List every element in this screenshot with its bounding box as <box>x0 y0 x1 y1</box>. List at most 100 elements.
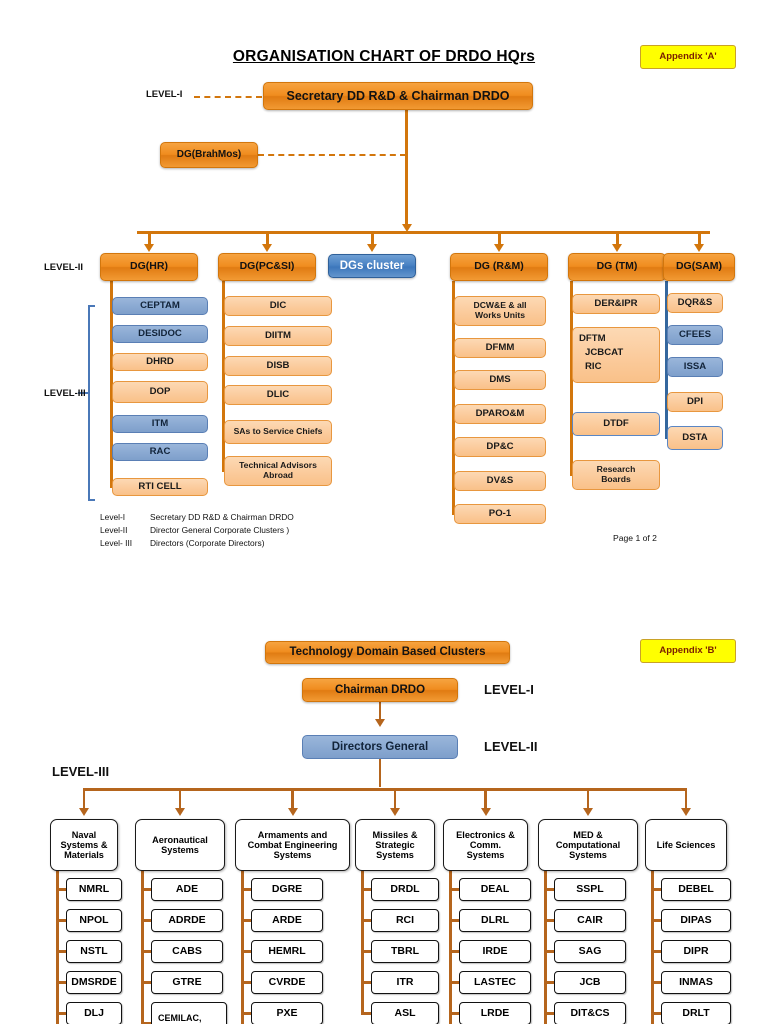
node-dfmm[interactable]: DFMM <box>454 338 546 358</box>
lab-gtre[interactable]: GTRE <box>151 971 223 994</box>
connector-line <box>570 422 572 426</box>
node-label: SAs to Service Chiefs <box>233 426 323 437</box>
lab-arde[interactable]: ARDE <box>251 909 323 932</box>
lab-hemrl[interactable]: HEMRL <box>251 940 323 963</box>
node-dpi[interactable]: DPI <box>667 392 723 412</box>
node-rti-cell[interactable]: RTI CELL <box>112 478 208 496</box>
connector-line <box>56 871 59 1024</box>
lab-itr[interactable]: ITR <box>371 971 439 994</box>
lab-dmsrde[interactable]: DMSRDE <box>66 971 122 994</box>
chartB-directors-general[interactable]: Directors General <box>302 735 458 759</box>
cluster-head-b-2[interactable]: Aeronautical Systems <box>135 819 225 871</box>
connector-line <box>665 436 667 440</box>
lab-sag[interactable]: SAG <box>554 940 626 963</box>
node-disb[interactable]: DISB <box>224 356 332 376</box>
lab-dlj[interactable]: DLJ <box>66 1002 122 1024</box>
root-secretary-box[interactable]: Secretary DD R&D & Chairman DRDO <box>263 82 533 110</box>
node-dop[interactable]: DOP <box>112 381 208 403</box>
lab-rci[interactable]: RCI <box>371 909 439 932</box>
lab-adrde[interactable]: ADRDE <box>151 909 223 932</box>
dgs-cluster-button[interactable]: DGs cluster <box>328 254 416 278</box>
node-dhrd[interactable]: DHRD <box>112 353 208 371</box>
legend-text-1: Secretary DD R&D & Chairman DRDO <box>150 512 294 522</box>
lab-debel[interactable]: DEBEL <box>661 878 731 901</box>
node-label: Research Boards <box>596 464 636 484</box>
cluster-head-b-7[interactable]: Life Sciences <box>645 819 727 871</box>
node-dv-s[interactable]: DV&S <box>454 471 546 491</box>
node-itm[interactable]: ITM <box>112 415 208 433</box>
lab-ade[interactable]: ADE <box>151 878 223 901</box>
lab-cabs[interactable]: CABS <box>151 940 223 963</box>
node-der-ipr[interactable]: DER&IPR <box>572 294 660 314</box>
lab-irde[interactable]: IRDE <box>459 940 531 963</box>
lab-asl[interactable]: ASL <box>371 1002 439 1024</box>
cluster-head-label: Naval Systems & Materials <box>60 829 108 861</box>
node-dcw-e-all-works-units[interactable]: DCW&E & all Works Units <box>454 296 546 326</box>
cluster-head-b-1[interactable]: Naval Systems & Materials <box>50 819 118 871</box>
chartB-banner[interactable]: Technology Domain Based Clusters <box>265 641 510 664</box>
node-dic[interactable]: DIC <box>224 296 332 316</box>
lab-jcb[interactable]: JCB <box>554 971 626 994</box>
lab-dit-cs[interactable]: DIT&CS <box>554 1002 626 1024</box>
lab-drlt[interactable]: DRLT <box>661 1002 731 1024</box>
cluster-head-2[interactable]: DG(PC&SI) <box>218 253 316 281</box>
lab-pxe[interactable]: PXE <box>251 1002 323 1024</box>
lab-tbrl[interactable]: TBRL <box>371 940 439 963</box>
connector-line <box>651 950 661 953</box>
lab-inmas[interactable]: INMAS <box>661 971 731 994</box>
lab-label: LASTEC <box>474 975 516 988</box>
connector-line <box>56 950 66 953</box>
node-dtdf[interactable]: DTDF <box>572 412 660 436</box>
cluster-head-4[interactable]: DG (TM) <box>568 253 666 281</box>
lab-cvrde[interactable]: CVRDE <box>251 971 323 994</box>
chartB-level-3-label: LEVEL-III <box>52 764 110 779</box>
lab-cemilac-all-rcmas-[interactable]: CEMILAC, (All RCMAs) <box>151 1002 227 1024</box>
node-sas-to-service-chiefs[interactable]: SAs to Service Chiefs <box>224 420 332 444</box>
connector-line <box>570 353 572 357</box>
dg-brahmos-box[interactable]: DG(BrahMos) <box>160 142 258 168</box>
node-diitm[interactable]: DIITM <box>224 326 332 346</box>
lab-label: DIT&CS <box>570 1006 610 1019</box>
lab-dgre[interactable]: DGRE <box>251 878 323 901</box>
node-technical-advisors-abroad[interactable]: Technical Advisors Abroad <box>224 456 332 486</box>
cluster-head-b-6[interactable]: MED & Computational Systems <box>538 819 638 871</box>
node-dparo-m[interactable]: DPARO&M <box>454 404 546 424</box>
node-ceptam[interactable]: CEPTAM <box>112 297 208 315</box>
lab-dipr[interactable]: DIPR <box>661 940 731 963</box>
lab-deal[interactable]: DEAL <box>459 878 531 901</box>
cluster-head-b-5[interactable]: Electronics & Comm. Systems <box>443 819 528 871</box>
cluster-head-b-3[interactable]: Armaments and Combat Engineering Systems <box>235 819 350 871</box>
node-dqr-s[interactable]: DQR&S <box>667 293 723 313</box>
lab-sspl[interactable]: SSPL <box>554 878 626 901</box>
cluster-head-b-4[interactable]: Missiles & Strategic Systems <box>355 819 435 871</box>
node-issa[interactable]: ISSA <box>667 357 723 377</box>
node-research-boards[interactable]: Research Boards <box>572 460 660 490</box>
chartB-root-chairman[interactable]: Chairman DRDO <box>302 678 458 702</box>
cluster-head-1[interactable]: DG(HR) <box>100 253 198 281</box>
lab-dlrl[interactable]: DLRL <box>459 909 531 932</box>
cluster-head-3[interactable]: DG (R&M) <box>450 253 548 281</box>
lab-lastec[interactable]: LASTEC <box>459 971 531 994</box>
node-dms[interactable]: DMS <box>454 370 546 390</box>
connector-line <box>449 950 459 953</box>
node-dp-c[interactable]: DP&C <box>454 437 546 457</box>
node-label: DTDF <box>603 417 629 429</box>
node-cfees[interactable]: CFEES <box>667 325 723 345</box>
chartB-level-2-label: LEVEL-II <box>484 739 538 754</box>
lab-drdl[interactable]: DRDL <box>371 878 439 901</box>
lab-nstl[interactable]: NSTL <box>66 940 122 963</box>
lab-npol[interactable]: NPOL <box>66 909 122 932</box>
lab-dipas[interactable]: DIPAS <box>661 909 731 932</box>
node-rac[interactable]: RAC <box>112 443 208 461</box>
lab-lrde[interactable]: LRDE <box>459 1002 531 1024</box>
cluster-head-5[interactable]: DG(SAM) <box>663 253 735 281</box>
lab-nmrl[interactable]: NMRL <box>66 878 122 901</box>
lab-label: DEAL <box>480 882 510 895</box>
node-desidoc[interactable]: DESIDOC <box>112 325 208 343</box>
node-dlic[interactable]: DLIC <box>224 385 332 405</box>
lab-cair[interactable]: CAIR <box>554 909 626 932</box>
node-po-1[interactable]: PO-1 <box>454 504 546 524</box>
connector-line <box>684 788 688 809</box>
node-dsta[interactable]: DSTA <box>667 426 723 450</box>
